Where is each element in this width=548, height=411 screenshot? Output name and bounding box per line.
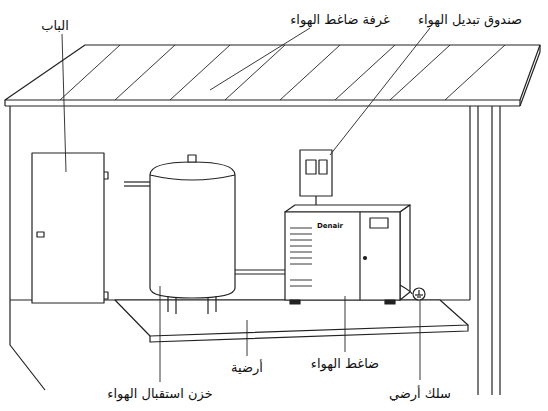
part-name: ضاغط الهواء	[311, 356, 379, 372]
room-label: غرفة ضاغط الهواء	[290, 9, 390, 28]
compressor-label: ضاغط الهواء	[311, 353, 379, 372]
roof-hatching	[60, 45, 505, 100]
leader-lines	[62, 28, 430, 382]
tank-label: خزن استقبال الهواء	[107, 383, 212, 402]
part-name: أرضية	[231, 360, 263, 376]
switch-box	[300, 150, 332, 212]
roof	[5, 45, 540, 100]
brand-label: Denair	[317, 213, 343, 232]
door-label: الباب	[41, 15, 69, 34]
air-compressor	[285, 205, 410, 304]
ground-wire	[400, 285, 425, 300]
part-name: Denair	[317, 222, 343, 230]
part-name: صندوق تبديل الهواء	[418, 12, 522, 28]
part-name: غرفة ضاغط الهواء	[290, 12, 390, 28]
floor-label: أرضية	[231, 357, 263, 376]
ground-wire-label: سلك أرضي	[389, 383, 451, 402]
left-wall	[9, 106, 10, 345]
part-name: خزن استقبال الهواء	[107, 386, 212, 402]
door	[32, 153, 104, 303]
part-name: سلك أرضي	[389, 386, 451, 402]
switch-box-label: صندوق تبديل الهواء	[418, 9, 522, 28]
part-name: الباب	[41, 18, 69, 34]
air-receiver-tank	[124, 155, 235, 314]
